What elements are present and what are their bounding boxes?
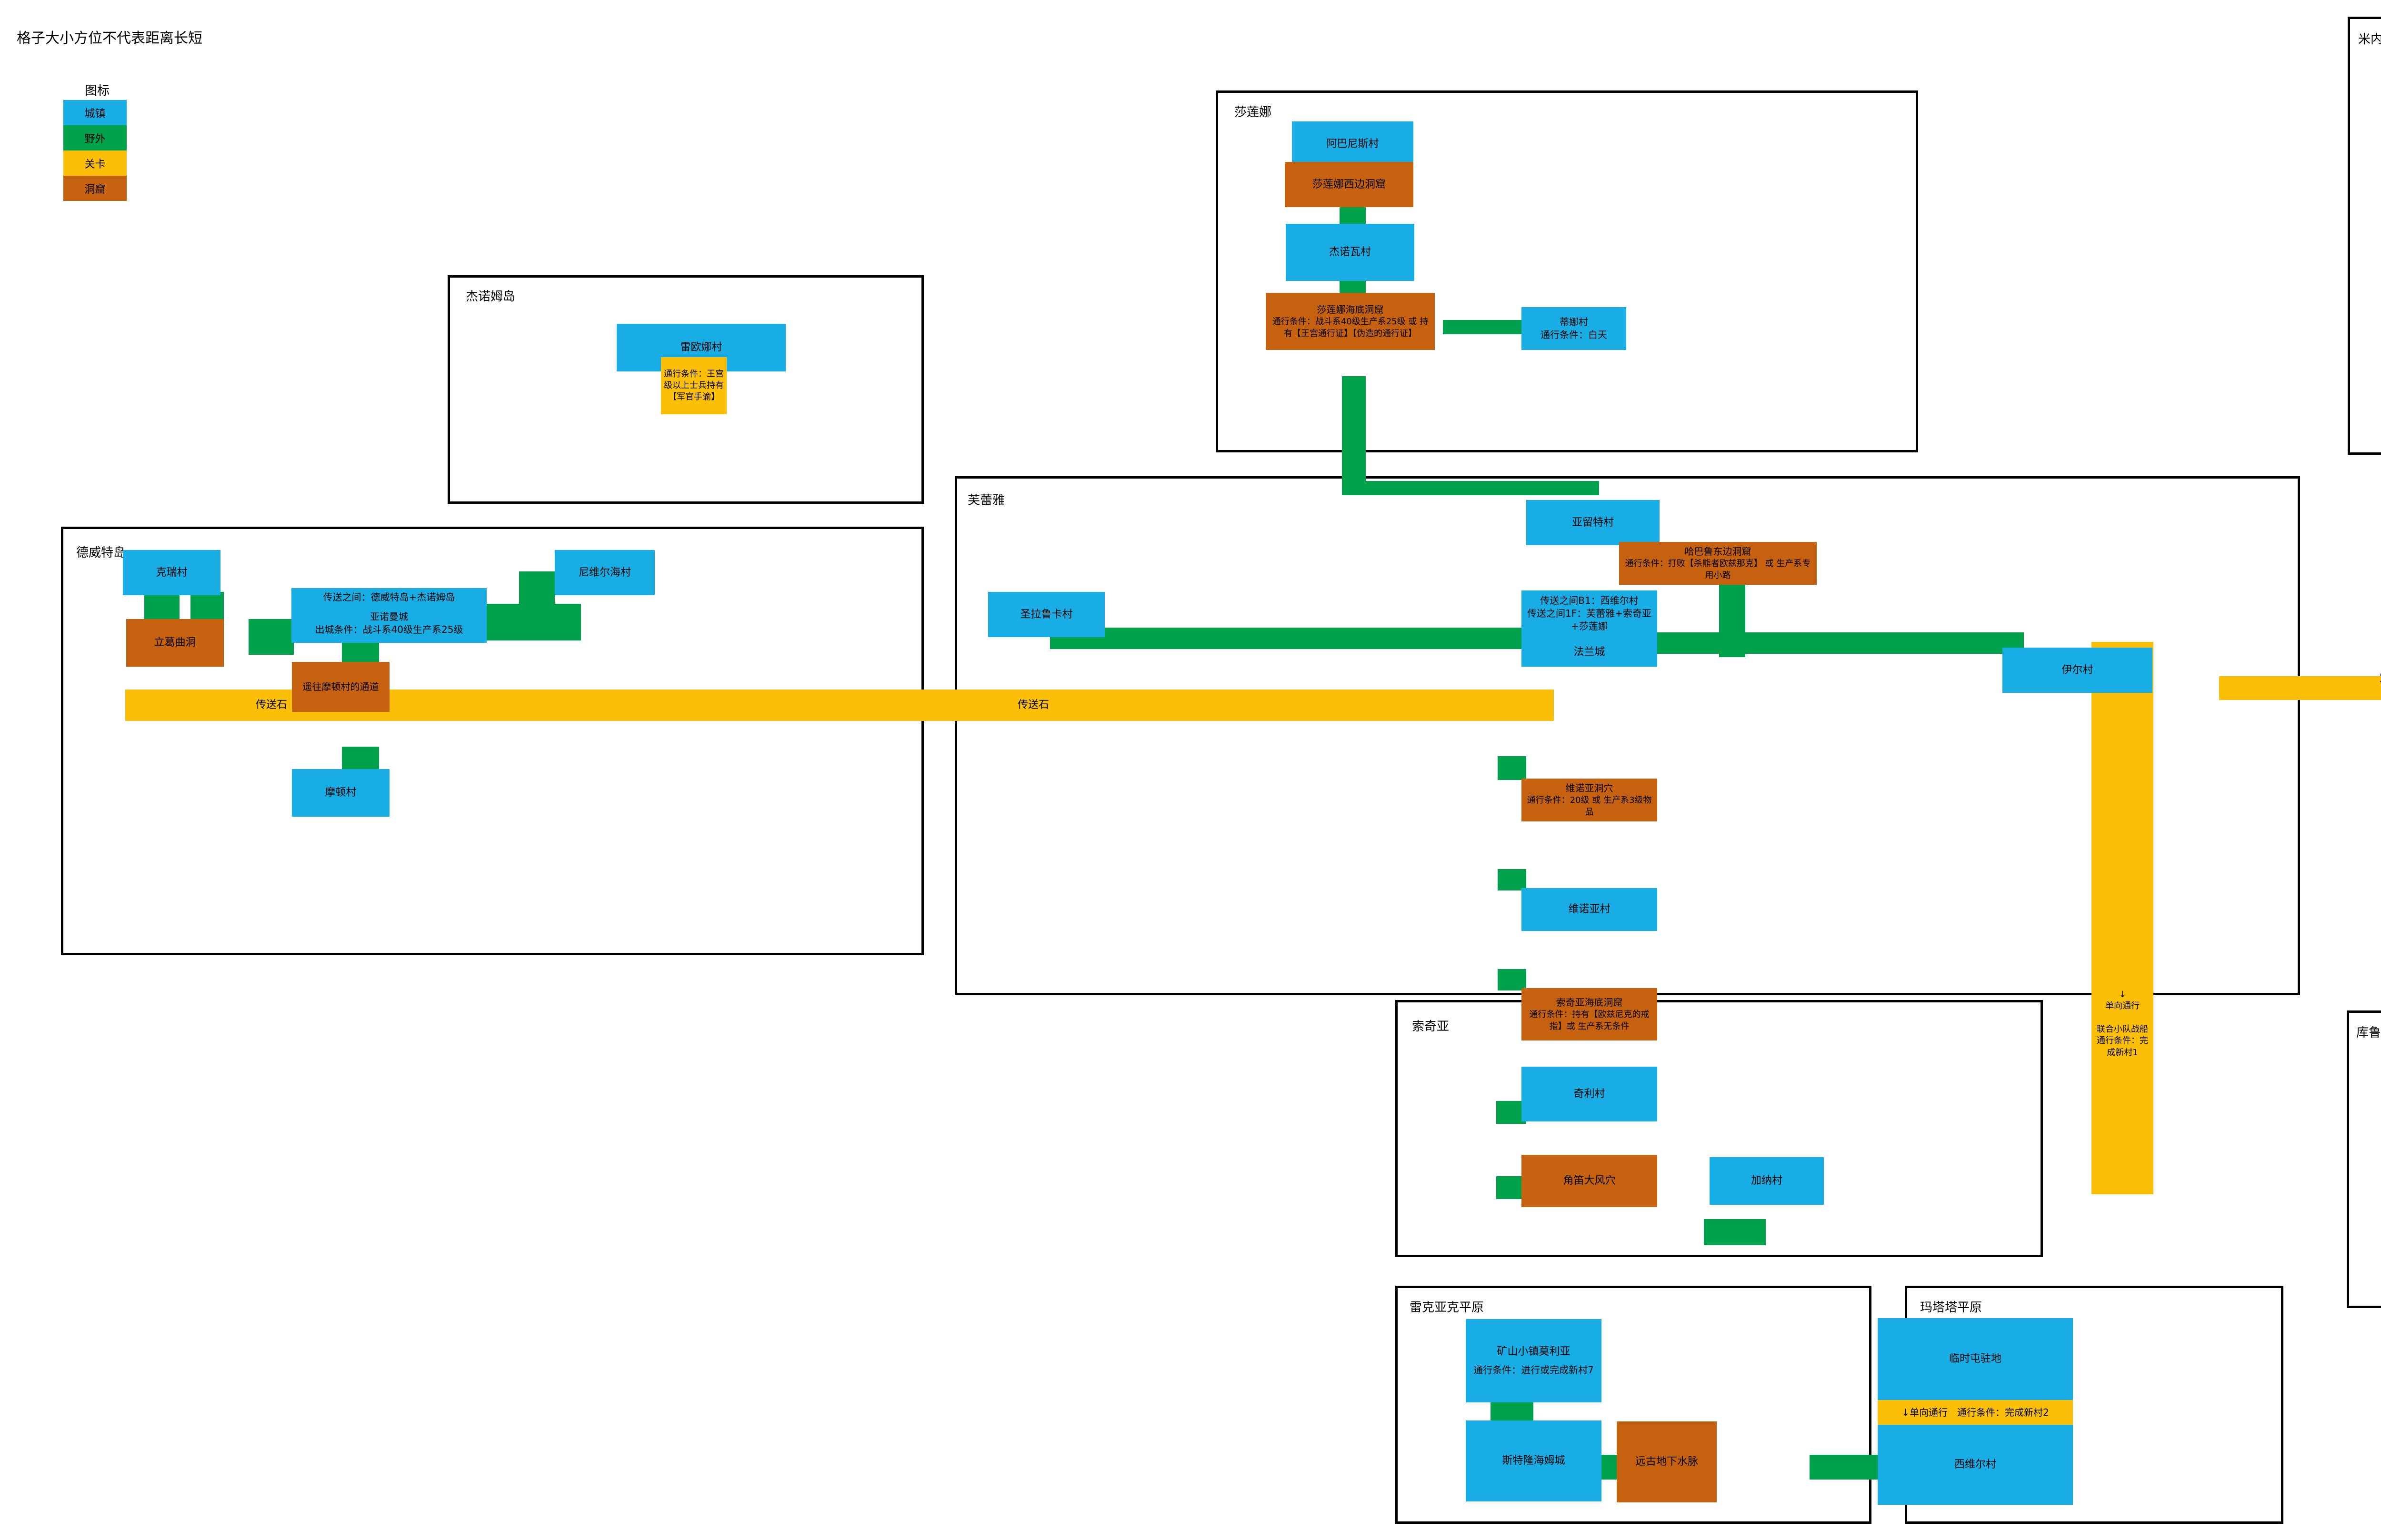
node-falan-line1: 传送之间B1：西维尔村 — [1540, 595, 1639, 606]
gate-leiouna[interactable]: 通行条件：王宫级以上士兵持有【军官手谕】 — [661, 357, 727, 414]
node-dinacun[interactable]: 蒂娜村 通行条件：白天 — [1521, 307, 1626, 350]
connector-falan-weinuoya-cave — [1498, 756, 1526, 780]
group-label-jienuomu: 杰诺姆岛 — [466, 290, 516, 304]
group-deweite — [61, 527, 924, 955]
group-label-minaigeer: 米内葛尔岛 — [2358, 32, 2381, 47]
node-weinuoyadongxue[interactable]: 维诺亚洞穴 通行条件：20级 或 生产系3级物品 — [1521, 779, 1657, 821]
node-habaludongbian[interactable]: 哈巴鲁东边洞窟 通行条件：打败【杀熊者欧兹那克】 或 生产系专用小路 — [1619, 542, 1817, 585]
node-linshitun[interactable]: 临时屯驻地 — [1878, 1318, 2073, 1400]
connector-qili-jiaodi — [1496, 1176, 1526, 1199]
node-weinuoyadong-line1: 维诺亚洞穴 — [1565, 782, 1613, 794]
node-weinuoyadong-line2: 通行条件：20级 或 生产系3级物品 — [1527, 795, 1652, 817]
gate-lianhe-xiaodui[interactable]: ↓ 单向通行 联合小队战船 通行条件：完成新村1 — [2091, 976, 2153, 1071]
node-falan-line3: 法兰城 — [1573, 646, 1605, 658]
node-jianacun[interactable]: 加纳村 — [1710, 1157, 1824, 1205]
legend-heading: 图标 — [85, 84, 110, 98]
connector-chuansongshi-label-left: 传送石 — [255, 699, 287, 711]
connector-yuangu-xiweier — [1810, 1455, 1888, 1480]
node-dinacun-line1: 蒂娜村 — [1560, 316, 1588, 328]
node-kuangshan-line1: 矿山小镇莫利亚 — [1497, 1346, 1571, 1358]
node-yanuomancheng-line2: 亚诺曼城 — [370, 611, 408, 622]
connector-xibian-jienuowa — [1340, 207, 1366, 226]
node-jiaodidafeng[interactable]: 角笛大风穴 — [1521, 1155, 1657, 1207]
node-habalu-line1: 哈巴鲁东边洞窟 — [1684, 546, 1751, 558]
node-yiercun[interactable]: 伊尔村 — [2002, 648, 2152, 693]
connector-chuansongshi-label-right: 传送石 — [1017, 699, 1049, 711]
connector-jiaodi-jiana — [1704, 1219, 1766, 1245]
node-dinacun-line2: 通行条件：白天 — [1541, 329, 1607, 340]
node-yanuomancheng-line1: 传送之间：德威特岛+杰诺姆岛 — [323, 591, 455, 603]
group-label-kulukesi: 库鲁克斯岛 — [2356, 1026, 2381, 1040]
group-kulukesi — [2347, 1010, 2381, 1308]
node-shaliannahaidi-line1: 莎莲娜海底洞窟 — [1317, 304, 1384, 316]
connector-shenglu-falan — [1050, 628, 1583, 649]
node-kuangshan-line2: 通行条件：进行或完成新村7 — [1473, 1364, 1594, 1376]
connector-lianhe-band — [2091, 642, 2153, 1194]
group-suoqiya — [1395, 1000, 2043, 1257]
group-leikeyake — [1395, 1286, 1871, 1524]
connector-dingqichuan-horiz — [2219, 676, 2381, 700]
node-shaliannahaidi[interactable]: 莎莲娜海底洞窟 通行条件：战斗系40级生产系25级 或 持有【王宫通行证】【伪造… — [1266, 293, 1435, 350]
page-title: 格子大小方位不代表距离长短 — [17, 30, 202, 47]
node-yaliute[interactable]: 亚留特村 — [1526, 500, 1660, 545]
connector-jienuowa-dina — [1443, 320, 1526, 334]
node-modun[interactable]: 摩顿村 — [292, 769, 390, 817]
node-abanisi[interactable]: 阿巴尼斯村 — [1292, 121, 1413, 167]
node-falan-line2: 传送之间1F：芙蕾雅+索奇亚+莎莲娜 — [1527, 608, 1651, 632]
connector-yaowang-modun — [342, 747, 379, 773]
node-niweierhai[interactable]: 尼维尔海村 — [555, 550, 655, 595]
connector-cave-weinuoyacun — [1498, 869, 1526, 890]
connector-niweier-vert — [519, 571, 555, 640]
node-keruicun[interactable]: 克瑞村 — [123, 550, 220, 595]
node-shaliannaxibian[interactable]: 莎莲娜西边洞窟 — [1285, 162, 1413, 207]
node-yuangudixia[interactable]: 远古地下水脉 — [1617, 1421, 1717, 1502]
node-suoqiyahaidi-line2: 通行条件：持有【欧兹尼克的戒指】或 生产系无条件 — [1529, 1010, 1650, 1031]
node-qilicun[interactable]: 奇利村 — [1521, 1067, 1657, 1121]
node-falancheng[interactable]: 传送之间B1：西维尔村 传送之间1F：芙蕾雅+索奇亚+莎莲娜 法兰城 — [1521, 590, 1657, 667]
node-shaliannahaidi-line2: 通行条件：战斗系40级生产系25级 或 持有【王宫通行证】【伪造的通行证】 — [1272, 317, 1429, 339]
group-label-shalianna: 莎莲娜 — [1234, 105, 1272, 120]
group-label-suoqiya: 索奇亚 — [1412, 1020, 1450, 1034]
node-shengaluka[interactable]: 圣拉鲁卡村 — [988, 592, 1105, 637]
node-yanuomancheng[interactable]: 传送之间：德威特岛+杰诺姆岛 亚诺曼城 出城条件：战斗系40级生产系25级 — [291, 588, 487, 643]
node-xiweier[interactable]: 西维尔村 — [1878, 1425, 2073, 1505]
connector-dingqichuan-mid-label: 定期船 — [2333, 664, 2381, 693]
group-label-fuleiya: 芙蕾雅 — [968, 493, 1005, 508]
group-label-leikeyake: 雷克亚克平原 — [1410, 1300, 1484, 1315]
gate-xiweier[interactable]: ↓单向通行 通行条件：完成新村2 — [1878, 1400, 2073, 1425]
connector-yanuoman-yaowang — [342, 640, 379, 666]
group-label-matata: 玛塔塔平原 — [1920, 1300, 1982, 1315]
connector-weinuoyacun-suoqiyahaidi — [1498, 969, 1526, 990]
group-minaigeer — [2348, 17, 2381, 455]
connector-ligequ-yanuoman — [249, 619, 294, 655]
node-kuangshan[interactable]: 矿山小镇莫利亚 通行条件：进行或完成新村7 — [1466, 1319, 1601, 1402]
node-suoqiyahaidi[interactable]: 索奇亚海底洞窟 通行条件：持有【欧兹尼克的戒指】或 生产系无条件 — [1521, 988, 1657, 1040]
connector-haidi-falan-horiz — [1342, 481, 1599, 495]
node-jienuowa[interactable]: 杰诺瓦村 — [1286, 224, 1414, 281]
group-shalianna — [1216, 90, 1918, 452]
connector-suoqiyahaidi-qili — [1496, 1101, 1526, 1124]
legend-swatch-gate: 关卡 — [63, 150, 127, 176]
node-ligequdong[interactable]: 立葛曲洞 — [126, 619, 224, 667]
node-habalu-line2: 通行条件：打败【杀熊者欧兹那克】 或 生产系专用小路 — [1625, 559, 1811, 580]
group-jienuomu — [448, 275, 924, 504]
legend-swatch-cave: 洞窟 — [63, 176, 127, 201]
node-sitelong[interactable]: 斯特隆海姆城 — [1466, 1420, 1601, 1501]
legend-swatch-town: 城镇 — [63, 100, 127, 125]
node-yanuomancheng-line3: 出城条件：战斗系40级生产系25级 — [315, 624, 463, 635]
legend-swatch-field: 野外 — [63, 125, 127, 150]
connector-haidi-falan-vert — [1342, 376, 1366, 486]
group-label-deweite: 德威特岛 — [76, 546, 126, 560]
node-yaowangmodun[interactable]: 遥往摩顿村的通道 — [292, 662, 390, 712]
node-weinuoya[interactable]: 维诺亚村 — [1521, 888, 1657, 931]
node-suoqiyahaidi-line1: 索奇亚海底洞窟 — [1556, 997, 1623, 1009]
